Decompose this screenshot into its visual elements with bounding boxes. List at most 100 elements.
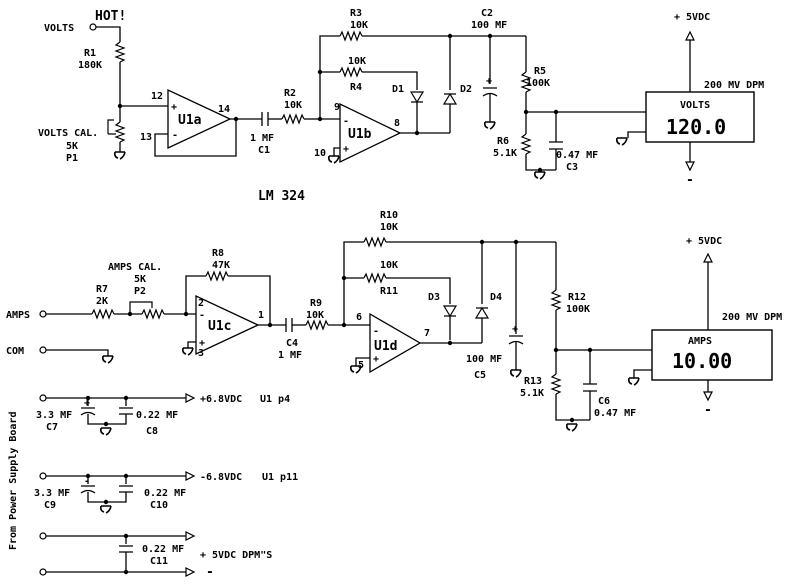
c3-capacitor: [549, 141, 563, 150]
d3-name: D3: [428, 292, 440, 303]
u1c-name: U1c: [208, 319, 231, 334]
amps-section: AMPS COM R7 2K AMPS CAL. 5K P2 R8 47K U1…: [6, 210, 782, 432]
svg-text:-: -: [84, 476, 90, 487]
volts-dpm-display: [645, 91, 755, 143]
svg-text:-: -: [199, 310, 205, 321]
r1-resistor: [114, 41, 126, 63]
u1c-pin-minus: 2: [198, 298, 204, 309]
u1b-pin-plus: 10: [314, 148, 326, 159]
volts-section: VOLTS HOT! R1 180K VOLTS CAL. 5K P1 U1a …: [38, 8, 764, 188]
d3-diode: [442, 305, 458, 318]
u1c-pin-plus: 3: [198, 348, 204, 359]
r7-value: 2K: [96, 296, 108, 307]
r10-resistor: [363, 236, 387, 248]
c4-name: C4: [286, 338, 298, 349]
u1b-pin-minus: 9: [334, 102, 340, 113]
r5-name: R5: [534, 66, 546, 77]
c1-name: C1: [258, 145, 270, 156]
com-terminal: [39, 346, 47, 354]
amps-dpm-title: AMPS: [688, 336, 712, 347]
d4-name: D4: [490, 292, 502, 303]
amps-dpm-minus: -: [704, 403, 712, 418]
r13-value: 5.1K: [520, 388, 544, 399]
c2-name: C2: [481, 8, 493, 19]
volts-input-label: VOLTS: [44, 23, 74, 34]
r1-name: R1: [84, 48, 96, 59]
p2-name: P2: [134, 286, 146, 297]
u1a-pin-plus: 12: [151, 91, 163, 102]
r9-name: R9: [310, 298, 322, 309]
u1d-opamp: [369, 312, 422, 374]
power-section: From Power Supply Board +6.8VDC U1 p4 + …: [8, 393, 298, 580]
r5-value: 100K: [526, 78, 550, 89]
r6-name: R6: [497, 136, 509, 147]
com-label: COM: [6, 346, 24, 357]
amps-dpm-reading: 10.00: [672, 349, 732, 373]
amps-dpm-display: [651, 329, 773, 381]
c11-capacitor: [119, 545, 133, 553]
c11-value: 0.22 MF: [142, 544, 184, 555]
r12-resistor: [550, 289, 562, 311]
amps-supply-label: + 5VDC: [686, 236, 722, 247]
r11-resistor: [363, 272, 387, 284]
r2-name: R2: [284, 88, 296, 99]
r10-value: 10K: [380, 222, 398, 233]
c7-value: 3.3 MF: [36, 410, 72, 421]
dpm-supply-label: + 5VDC DPM"S: [200, 550, 272, 561]
d1-name: D1: [392, 84, 404, 95]
u1d-name: U1d: [374, 339, 397, 354]
c5-value: 100 MF: [466, 354, 502, 365]
r2-value: 10K: [284, 100, 302, 111]
c11-name: C11: [150, 556, 168, 567]
u1a-opamp: [167, 88, 232, 150]
r1-value: 180K: [78, 60, 102, 71]
u1a-pin-minus: 13: [140, 132, 152, 143]
svg-text:+: +: [512, 324, 518, 335]
c3-name: C3: [566, 162, 578, 173]
svg-text:+: +: [171, 102, 177, 113]
c10-name: C10: [150, 500, 168, 511]
d2-diode: [442, 92, 458, 105]
d1-diode: [409, 91, 425, 104]
c1-capacitor: [261, 112, 269, 126]
r13-resistor: [550, 373, 562, 395]
r4-value: 10K: [348, 56, 366, 67]
svg-text:+: +: [373, 354, 379, 365]
c8-capacitor: [119, 407, 133, 415]
volts-dpm-label: 200 MV DPM: [704, 80, 764, 91]
svg-text:-: -: [343, 116, 349, 127]
r9-value: 10K: [306, 310, 324, 321]
c1-value: 1 MF: [250, 133, 274, 144]
c9-value: 3.3 MF: [34, 488, 70, 499]
c7-name: C7: [46, 422, 58, 433]
u1b-opamp: [339, 102, 402, 164]
c4-capacitor: [285, 318, 293, 332]
c6-value: 0.47 MF: [594, 408, 636, 419]
c8-value: 0.22 MF: [136, 410, 178, 421]
c5-name: C5: [474, 370, 486, 381]
u1b-name: U1b: [348, 127, 372, 142]
svg-text:-: -: [373, 326, 379, 337]
r8-name: R8: [212, 248, 224, 259]
r3-resistor: [339, 30, 363, 42]
dpm-return-label: -: [206, 565, 214, 580]
c10-capacitor: [119, 485, 133, 493]
c9-capacitor: [80, 485, 96, 494]
amps-input-label: AMPS: [6, 310, 30, 321]
pos-rail-pin: U1 p4: [260, 394, 290, 405]
u1c-pin-out: 1: [258, 310, 264, 321]
c9-name: C9: [44, 500, 56, 511]
u1d-pin-minus: 6: [356, 312, 362, 323]
r5-resistor: [520, 71, 532, 93]
u1b-pin-out: 8: [394, 118, 400, 129]
svg-text:+: +: [84, 398, 90, 409]
r7-resistor: [91, 308, 115, 320]
r10-name: R10: [380, 210, 398, 221]
p1-value: 5K: [66, 141, 78, 152]
volts-dpm-reading: 120.0: [666, 115, 726, 139]
c8-name: C8: [146, 426, 158, 437]
r9-resistor: [305, 319, 329, 331]
u1d-pin-out: 7: [424, 328, 430, 339]
chip-label: LM 324: [258, 189, 305, 204]
p2-potentiometer: [141, 308, 165, 320]
